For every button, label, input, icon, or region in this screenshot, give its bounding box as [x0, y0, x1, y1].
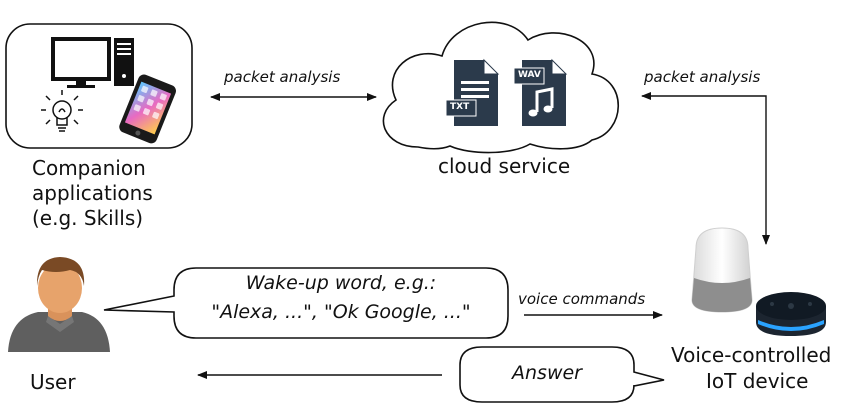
device-label-line1: Voice-controlled: [671, 343, 832, 367]
companion-label-line1: Companion: [32, 156, 146, 180]
computer-tower-icon: [114, 38, 134, 86]
user-label: User: [30, 370, 76, 394]
cloud-shape: [382, 21, 620, 154]
voice-commands-label: voice commands: [518, 290, 646, 308]
arrow-packet-device: [641, 92, 770, 245]
packet-analysis-left-label: packet analysis: [224, 68, 341, 86]
txt-file-label: TXT: [450, 102, 470, 112]
wav-file-icon: [513, 58, 568, 126]
monitor-icon: [51, 37, 111, 88]
companion-label-line2: applications: [32, 181, 153, 205]
txt-file-icon: [445, 58, 500, 126]
google-home-icon: [691, 227, 753, 313]
smartphone-icon: [119, 74, 176, 144]
user-avatar-icon: [8, 257, 110, 352]
packet-analysis-right-label: packet analysis: [644, 68, 761, 86]
cloud-label: cloud service: [438, 154, 571, 178]
wav-file-label: WAV: [518, 70, 541, 80]
light-bulb-icon: [41, 90, 83, 132]
wake-word-line2: "Alexa, ...", "Ok Google, ...": [211, 301, 471, 323]
answer-bubble: [459, 346, 665, 403]
wake-word-bubble: [103, 267, 509, 339]
companion-box: [5, 23, 193, 149]
wake-word-line1: Wake-up word, e.g.:: [245, 272, 437, 294]
answer-label: Answer: [512, 362, 582, 384]
device-label-line2: IoT device: [706, 369, 809, 393]
companion-label-line3: (e.g. Skills): [32, 206, 144, 230]
echo-dot-icon: [756, 292, 826, 336]
